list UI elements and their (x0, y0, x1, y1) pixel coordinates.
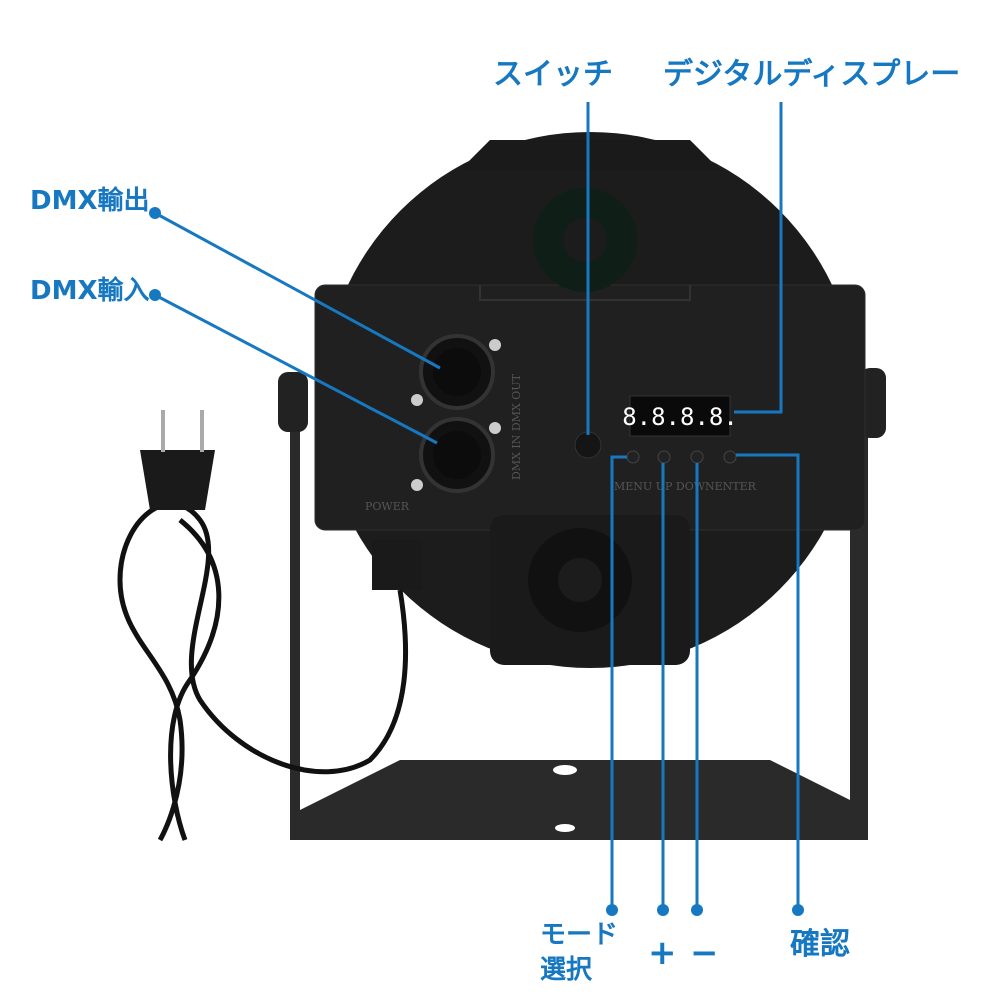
power-cord (117, 410, 422, 842)
mode-select-label-line1: モード (540, 920, 619, 950)
callout-lines (154, 102, 800, 910)
display-readout: 8.8.8.8. (622, 403, 738, 431)
button-labels: MENU UP DOWNENTER (614, 480, 757, 493)
up-button[interactable] (657, 450, 671, 464)
switch[interactable] (574, 431, 602, 459)
confirm-label: 確認 (790, 927, 850, 962)
mode-select-label-line2: 選択 (540, 955, 593, 985)
fan-bottom (528, 528, 632, 632)
digital-display (629, 395, 731, 437)
dmx-out-connector (411, 334, 501, 410)
down-button[interactable] (690, 450, 704, 464)
power-label: POWER (365, 500, 410, 513)
plus-label: + (648, 933, 677, 973)
callout-dots (149, 207, 804, 916)
dmx-labels: DMX IN DMX OUT (510, 373, 523, 480)
dmx-in-label: DMX輸入 (30, 276, 150, 306)
switch-label: スイッチ (493, 57, 613, 92)
display-label: デジタルディスプレー (663, 57, 961, 92)
dmx-in-connector (411, 417, 501, 493)
menu-button[interactable] (626, 450, 640, 464)
enter-button[interactable] (723, 450, 737, 464)
minus-label: − (690, 933, 719, 973)
mounting-bracket (278, 368, 886, 840)
fan-top (533, 188, 637, 292)
dmx-out-label: DMX輸出 (30, 186, 150, 216)
